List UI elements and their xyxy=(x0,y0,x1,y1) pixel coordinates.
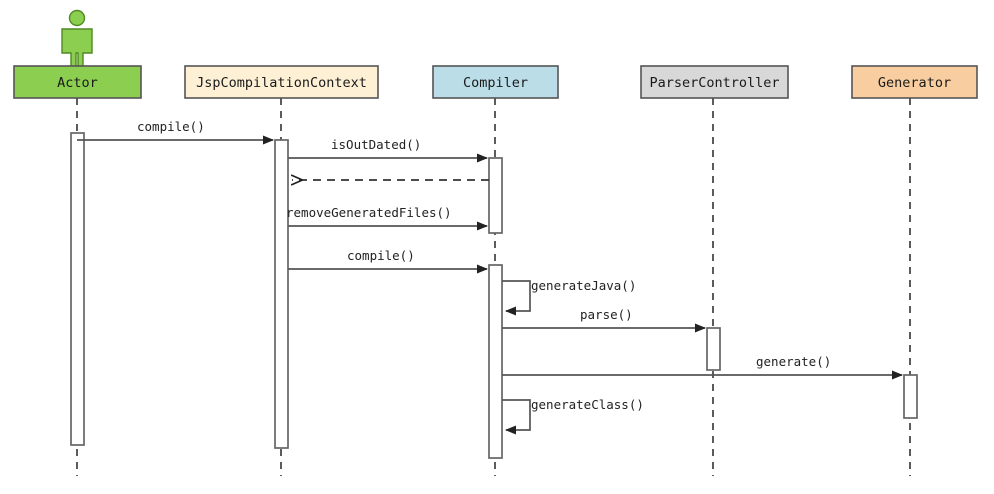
participant-label-compiler: Compiler xyxy=(463,75,528,91)
activation-parsercontroller[interactable] xyxy=(706,327,721,371)
message-label-8: generate() xyxy=(756,354,831,369)
message-label-9: generateClass() xyxy=(531,397,644,412)
message-label-7: parse() xyxy=(580,307,633,322)
message-label-4: removeGeneratedFiles() xyxy=(286,205,452,220)
message-isoutdated-context-to-compiler[interactable]: isOutDated() xyxy=(288,137,488,163)
message-label-1: compile() xyxy=(137,119,205,134)
message-removegeneratedfiles-context-to-compiler[interactable]: removeGeneratedFiles() xyxy=(286,205,488,231)
message-label-5: compile() xyxy=(347,248,415,263)
participant-box-generator[interactable] xyxy=(851,65,978,99)
participant-generator[interactable]: Generator xyxy=(851,65,978,99)
message-arrow-9-self xyxy=(502,399,531,435)
message-generatejava-self-call[interactable]: generateJava() xyxy=(502,278,636,316)
message-arrow-6-self xyxy=(502,280,531,316)
participant-box-compiler[interactable] xyxy=(432,65,559,99)
participant-label-actor: Actor xyxy=(57,75,98,91)
participant-label-jspcompilationcontext: JspCompilationContext xyxy=(196,75,367,91)
message-label-2: isOutDated() xyxy=(331,137,421,152)
message-compile-actor-to-context[interactable]: compile() xyxy=(77,119,274,145)
message-label-6: generateJava() xyxy=(531,278,636,293)
participant-jspcompilationcontext[interactable]: JspCompilationContext xyxy=(184,65,379,99)
activation-compiler-2[interactable] xyxy=(488,264,503,459)
participant-compiler[interactable]: Compiler xyxy=(432,65,559,99)
activation-jspcompilationcontext[interactable] xyxy=(274,139,289,449)
activation-compiler-1[interactable] xyxy=(488,157,503,234)
participant-box-jspcompilationcontext[interactable] xyxy=(184,65,379,99)
participant-parsercontroller[interactable]: ParserController xyxy=(640,65,789,99)
participant-actor[interactable]: Actor xyxy=(13,65,142,99)
message-generateclass-self-call[interactable]: generateClass() xyxy=(502,397,644,435)
message-parse-compiler-to-parsercontroller[interactable]: parse() xyxy=(502,307,706,333)
participant-label-parsercontroller: ParserController xyxy=(649,75,779,91)
message-generate-compiler-to-generator[interactable]: generate() xyxy=(502,354,903,380)
participant-box-parsercontroller[interactable] xyxy=(640,65,789,99)
activation-actor[interactable] xyxy=(70,132,85,446)
message-compile-context-to-compiler[interactable]: compile() xyxy=(288,248,488,274)
participant-box-actor[interactable] xyxy=(13,65,142,99)
actor-figure-icon xyxy=(61,9,93,68)
participant-label-generator: Generator xyxy=(878,75,951,91)
activations-group xyxy=(70,132,918,459)
activation-generator[interactable] xyxy=(903,374,918,419)
participant-boxes-group: Actor JspCompilationContext Compiler Par… xyxy=(13,65,978,99)
